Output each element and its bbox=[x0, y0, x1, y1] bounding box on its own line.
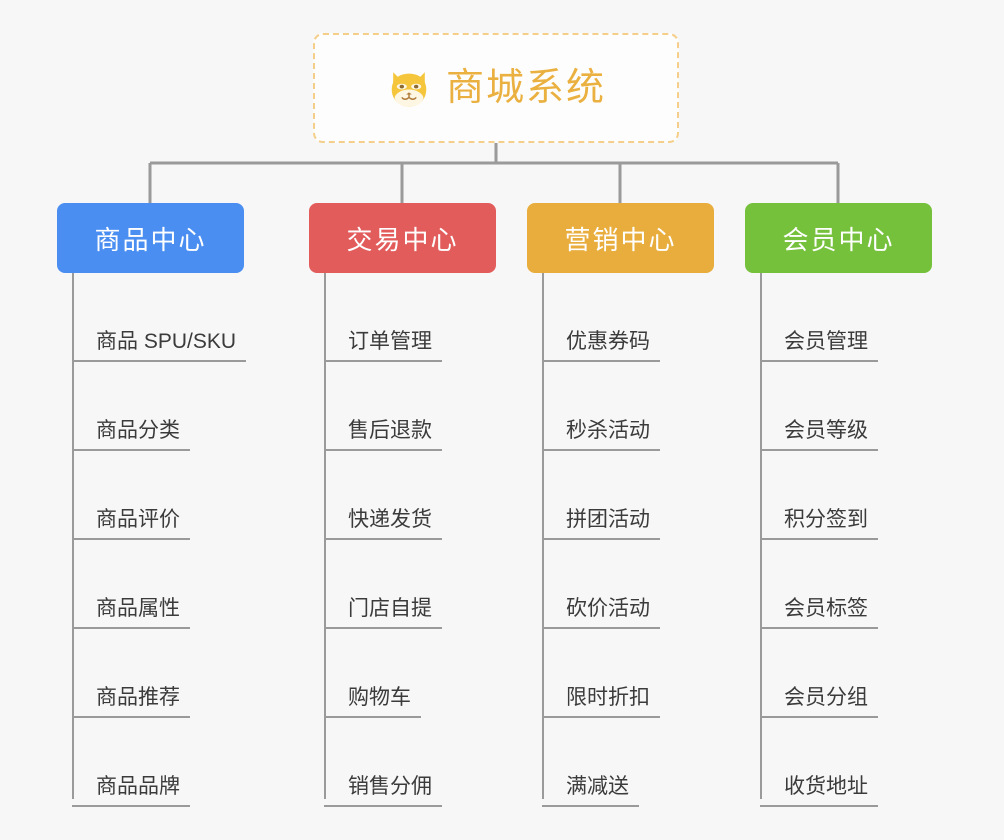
leaf-label: 积分签到 bbox=[779, 508, 878, 540]
category-label: 交易中心 bbox=[346, 224, 459, 255]
leaf-item[interactable]: 拼团活动 bbox=[527, 451, 714, 540]
leaf-item[interactable]: 会员等级 bbox=[745, 362, 932, 451]
root-label: 商城系统 bbox=[445, 67, 606, 109]
leaf-item[interactable]: 砍价活动 bbox=[527, 540, 714, 629]
leaf-label: 优惠券码 bbox=[561, 330, 660, 362]
leaf-item[interactable]: 购物车 bbox=[309, 629, 496, 718]
leaf-label: 会员等级 bbox=[779, 419, 878, 451]
leaf-label: 拼团活动 bbox=[561, 508, 660, 540]
leaf-item[interactable]: 商品品牌 bbox=[57, 718, 244, 807]
leaf-label: 商品推荐 bbox=[91, 686, 190, 718]
leaf-label: 商品品牌 bbox=[91, 775, 190, 807]
category-header-商品中心[interactable]: 商品中心 bbox=[57, 203, 244, 273]
category-label: 商品中心 bbox=[94, 224, 207, 255]
leaf-item[interactable]: 秒杀活动 bbox=[527, 362, 714, 451]
leaf-label: 会员管理 bbox=[779, 330, 878, 362]
category-column-4: 会员中心 会员管理 会员等级 积分签到 会员标签 会员分组 收货地址 bbox=[745, 203, 932, 807]
leaf-label: 商品属性 bbox=[91, 597, 190, 629]
leaf-item[interactable]: 商品推荐 bbox=[57, 629, 244, 718]
category-header-交易中心[interactable]: 交易中心 bbox=[309, 203, 496, 273]
leaf-item[interactable]: 会员标签 bbox=[745, 540, 932, 629]
leaf-item[interactable]: 商品属性 bbox=[57, 540, 244, 629]
category-column-3: 营销中心 优惠券码 秒杀活动 拼团活动 砍价活动 限时折扣 满减送 bbox=[527, 203, 714, 807]
category-column-2: 交易中心 订单管理 售后退款 快递发货 门店自提 购物车 销售分佣 bbox=[309, 203, 496, 807]
leaf-item[interactable]: 会员管理 bbox=[745, 273, 932, 362]
leaf-label: 售后退款 bbox=[343, 419, 442, 451]
leaf-list-2: 订单管理 售后退款 快递发货 门店自提 购物车 销售分佣 bbox=[309, 273, 496, 807]
leaf-item[interactable]: 满减送 bbox=[527, 718, 714, 807]
leaf-label: 商品 SPU/SKU bbox=[91, 330, 247, 362]
category-column-1: 商品中心 商品 SPU/SKU 商品分类 商品评价 商品属性 商品推荐 商品品牌 bbox=[57, 203, 247, 807]
leaf-label: 会员分组 bbox=[779, 686, 878, 718]
leaf-item[interactable]: 收货地址 bbox=[745, 718, 932, 807]
category-header-会员中心[interactable]: 会员中心 bbox=[745, 203, 932, 273]
leaf-label: 秒杀活动 bbox=[561, 419, 660, 451]
leaf-item[interactable]: 商品评价 bbox=[57, 451, 244, 540]
shiba-dog-face-icon bbox=[391, 72, 427, 107]
leaf-item[interactable]: 快递发货 bbox=[309, 451, 496, 540]
category-header-营销中心[interactable]: 营销中心 bbox=[527, 203, 714, 273]
leaf-item[interactable]: 售后退款 bbox=[309, 362, 496, 451]
leaf-label: 商品分类 bbox=[91, 419, 190, 451]
leaf-label: 订单管理 bbox=[343, 330, 442, 362]
leaf-item[interactable]: 优惠券码 bbox=[527, 273, 714, 362]
root-node[interactable]: 商城系统 bbox=[313, 33, 679, 143]
leaf-label: 会员标签 bbox=[779, 597, 878, 629]
leaf-item[interactable]: 销售分佣 bbox=[309, 718, 496, 807]
leaf-list-3: 优惠券码 秒杀活动 拼团活动 砍价活动 限时折扣 满减送 bbox=[527, 273, 714, 807]
leaf-item[interactable]: 会员分组 bbox=[745, 629, 932, 718]
leaf-label: 购物车 bbox=[343, 686, 421, 718]
leaf-label: 收货地址 bbox=[779, 775, 878, 807]
leaf-label: 门店自提 bbox=[343, 597, 442, 629]
leaf-label: 满减送 bbox=[561, 775, 639, 807]
leaf-list-1: 商品 SPU/SKU 商品分类 商品评价 商品属性 商品推荐 商品品牌 bbox=[57, 273, 247, 807]
leaf-item[interactable]: 商品 SPU/SKU bbox=[57, 273, 247, 362]
category-label: 会员中心 bbox=[782, 224, 895, 255]
category-label: 营销中心 bbox=[564, 224, 677, 255]
leaf-label: 限时折扣 bbox=[561, 686, 660, 718]
leaf-label: 砍价活动 bbox=[561, 597, 660, 629]
leaf-item[interactable]: 积分签到 bbox=[745, 451, 932, 540]
leaf-label: 商品评价 bbox=[91, 508, 190, 540]
leaf-list-4: 会员管理 会员等级 积分签到 会员标签 会员分组 收货地址 bbox=[745, 273, 932, 807]
leaf-item[interactable]: 商品分类 bbox=[57, 362, 244, 451]
leaf-label: 快递发货 bbox=[343, 508, 442, 540]
leaf-item[interactable]: 门店自提 bbox=[309, 540, 496, 629]
leaf-item[interactable]: 限时折扣 bbox=[527, 629, 714, 718]
leaf-item[interactable]: 订单管理 bbox=[309, 273, 496, 362]
leaf-label: 销售分佣 bbox=[343, 775, 442, 807]
